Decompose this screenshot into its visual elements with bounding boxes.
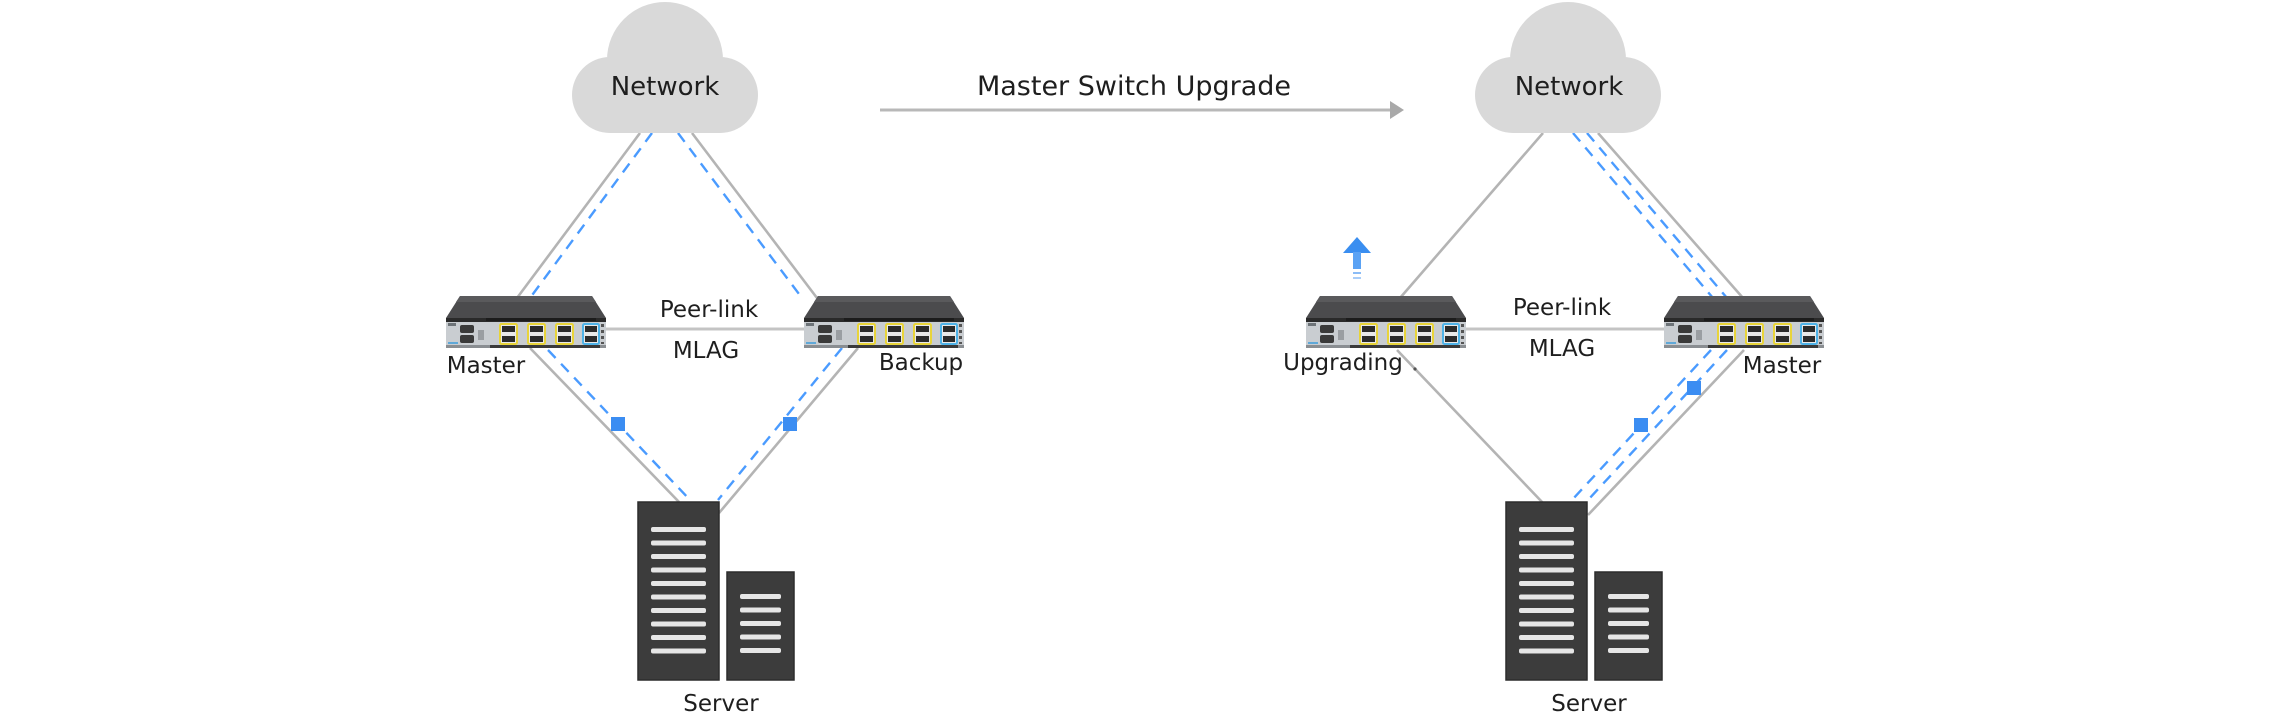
- switch-icon: [445, 295, 607, 349]
- backup-switch-label: Backup: [879, 350, 963, 376]
- master-switch-label: Master: [447, 353, 526, 379]
- traffic-path-uplink-backup: [677, 132, 803, 299]
- network-label: Network: [611, 72, 720, 102]
- mlag-label: MLAG: [1529, 336, 1595, 362]
- cloud-icon: [1475, 2, 1661, 133]
- traffic-marker: [783, 417, 797, 431]
- traffic-marker: [1634, 418, 1648, 432]
- switch-icon: [1663, 295, 1825, 349]
- cloud-icon: [572, 2, 758, 133]
- server-icon: [1505, 501, 1663, 681]
- mlag-label: MLAG: [673, 338, 739, 364]
- traffic-marker: [1687, 381, 1701, 395]
- downlink-master: [1587, 349, 1745, 516]
- server-icon: [637, 501, 795, 681]
- traffic-path-uplink-master: [1572, 132, 1714, 299]
- master-switch-label: Master: [1743, 353, 1822, 379]
- after-topology: Network Peer-link MLAG Upgrading Master …: [1283, 2, 1825, 717]
- peer-link-label: Peer-link: [1513, 295, 1612, 321]
- transition-label: Master Switch Upgrade: [977, 71, 1291, 102]
- transition-arrow: Master Switch Upgrade: [880, 71, 1404, 119]
- server-label: Server: [1551, 691, 1627, 717]
- traffic-path-uplink-master: [529, 132, 653, 299]
- downlink-master: [529, 347, 680, 503]
- traffic-path-uplink-master-2: [1586, 132, 1728, 299]
- right-arrow-icon: [1390, 101, 1404, 119]
- peer-link-label: Peer-link: [660, 297, 759, 323]
- uplink-backup: [690, 132, 819, 299]
- switch-icon: [1305, 295, 1467, 349]
- traffic-path-downlink-master-2: [1587, 349, 1728, 501]
- traffic-marker: [611, 417, 625, 431]
- uplink-master: [1597, 132, 1744, 299]
- downlink-upgrading: [1396, 349, 1544, 504]
- upload-arrow-icon: [1343, 237, 1371, 279]
- switch-icon: [803, 295, 965, 349]
- uplink-upgrading: [1399, 132, 1544, 299]
- network-label: Network: [1515, 72, 1624, 102]
- uplink-master: [515, 132, 642, 299]
- traffic-path-downlink-backup: [717, 347, 843, 501]
- server-label: Server: [683, 691, 759, 717]
- upgrading-switch-label: Upgrading: [1283, 350, 1403, 376]
- before-topology: Network Peer-link MLAG Master Backup Ser…: [445, 2, 965, 717]
- link-dot: [1413, 367, 1417, 371]
